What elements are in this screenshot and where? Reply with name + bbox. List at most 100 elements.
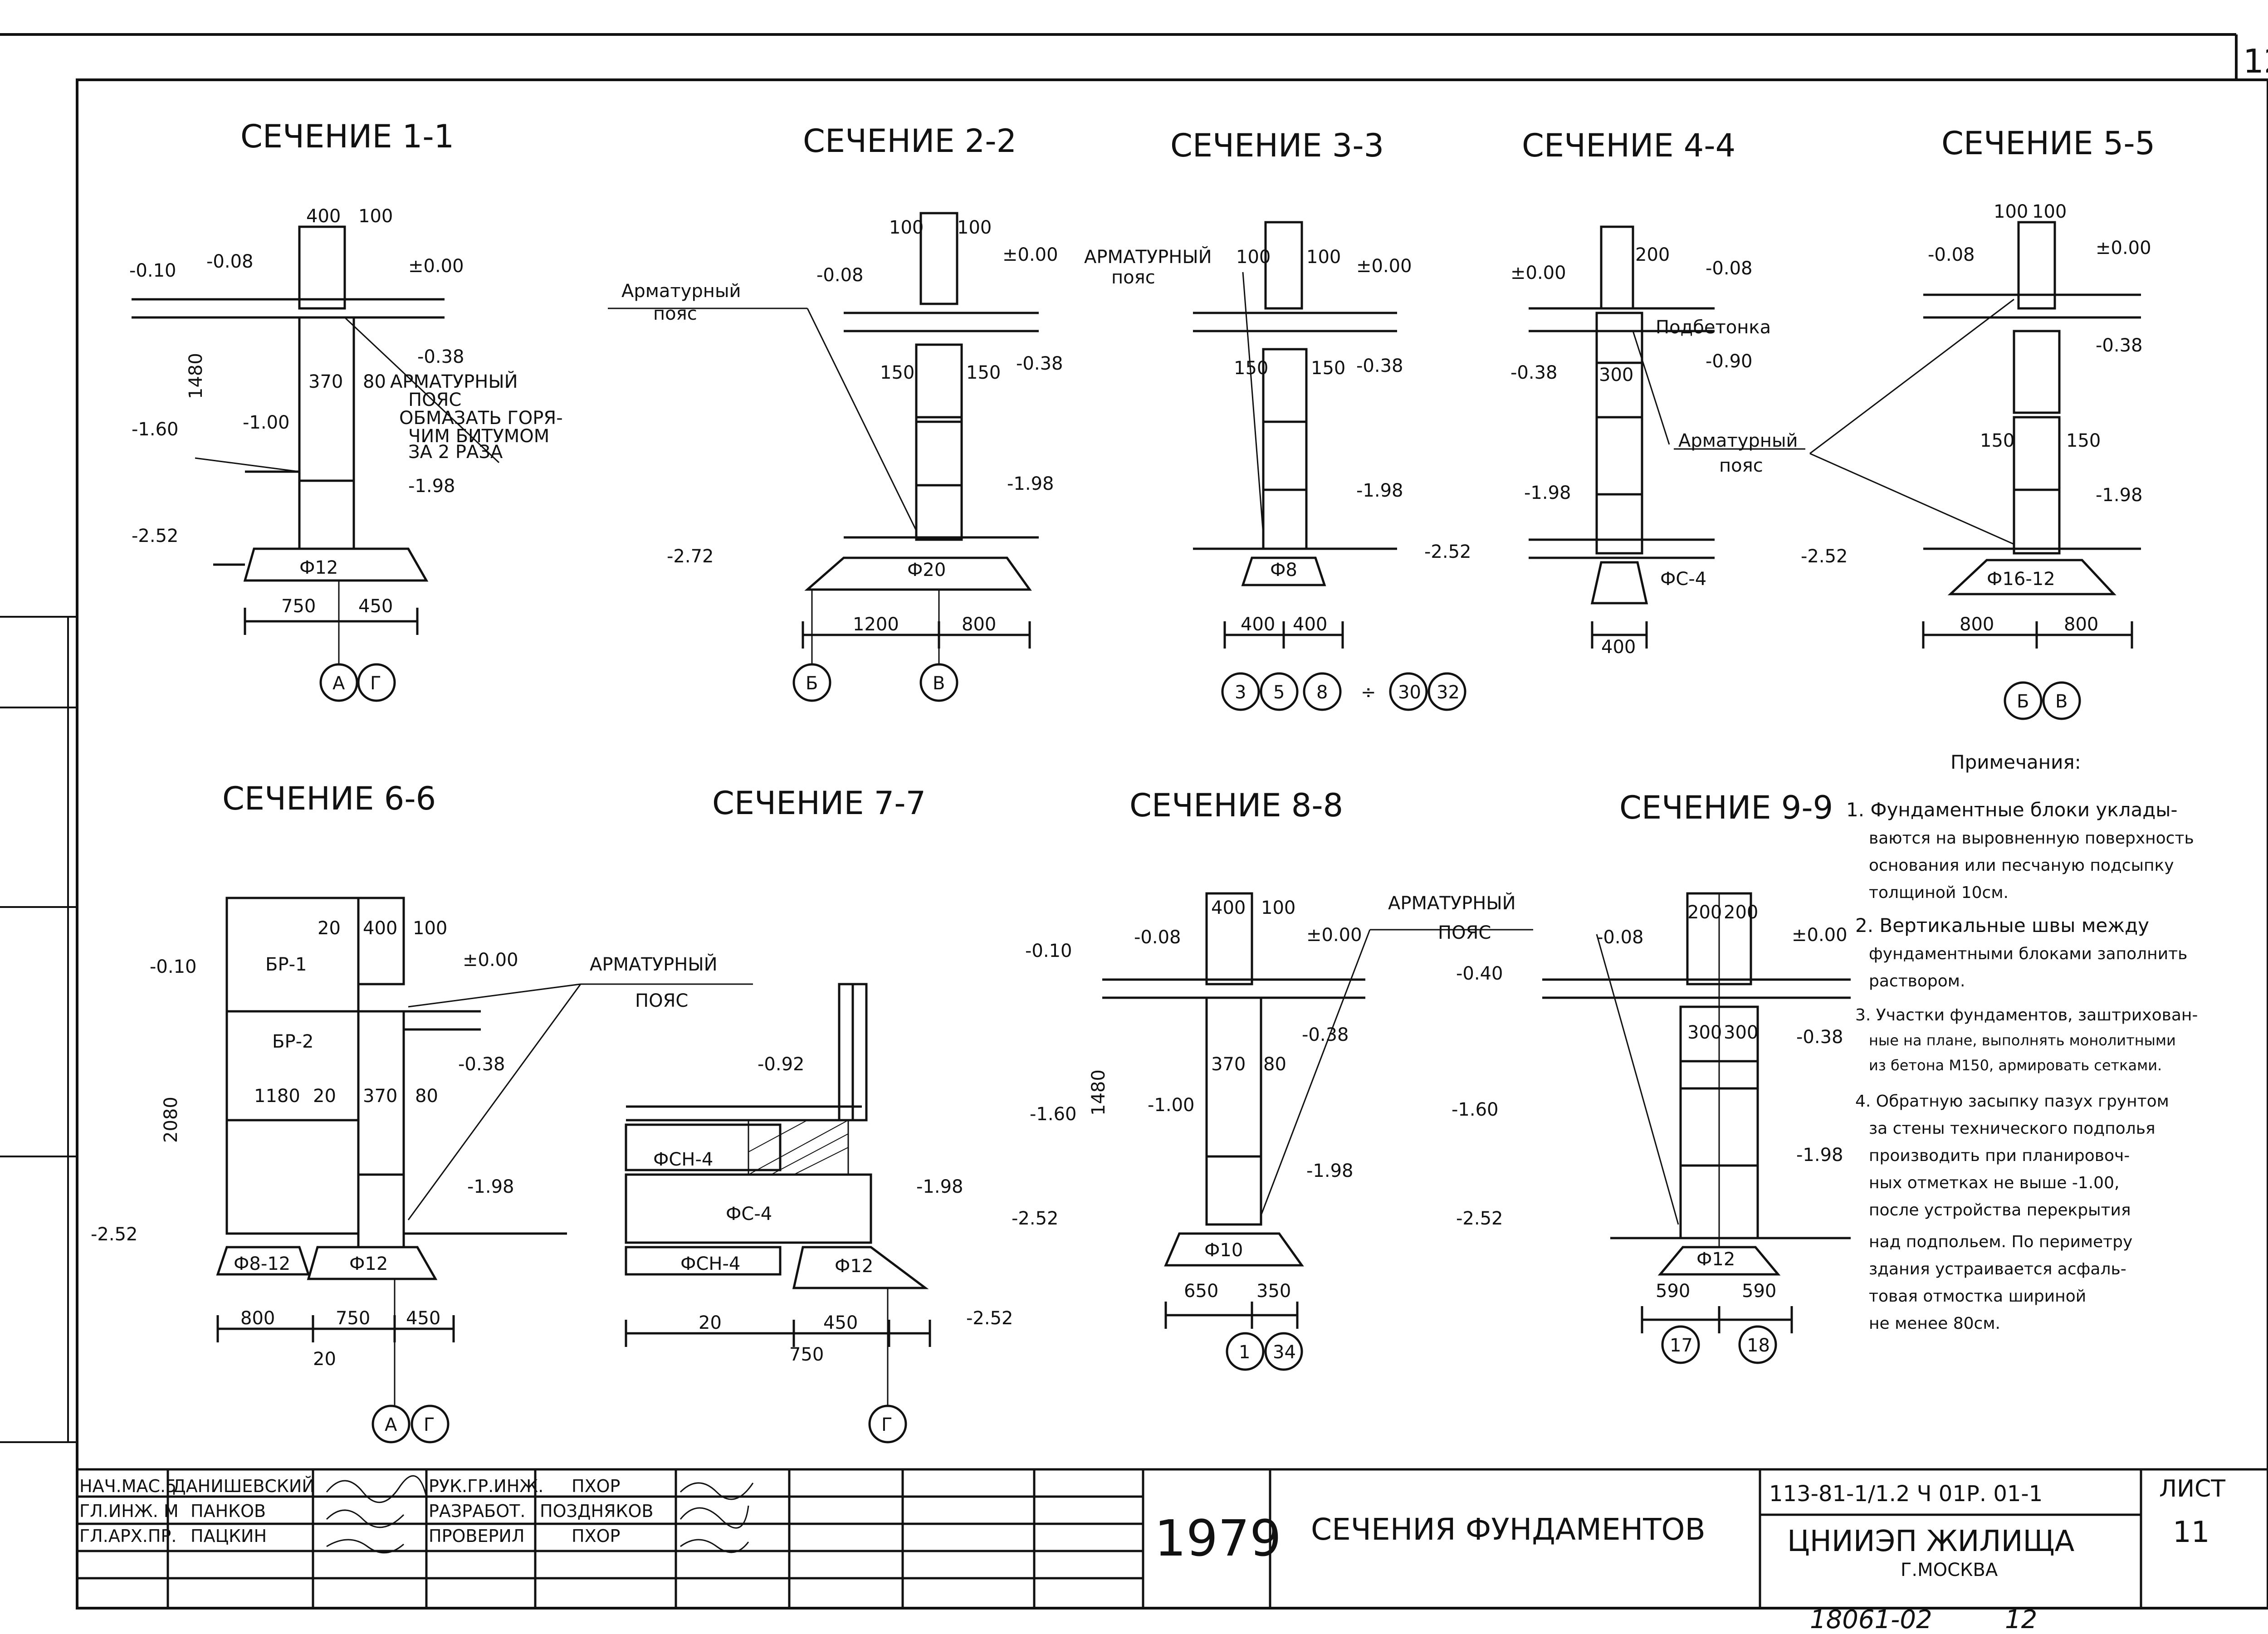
svg-text:590: 590: [1656, 1281, 1690, 1302]
svg-text:-1.98: -1.98: [1796, 1145, 1843, 1166]
svg-text:100: 100: [2032, 201, 2067, 222]
svg-text:БР-2: БР-2: [272, 1031, 313, 1052]
svg-text:БР-1: БР-1: [265, 954, 307, 975]
section-title-2-2: СЕЧЕНИЕ 2-2: [803, 122, 1017, 160]
svg-text:Г: Г: [424, 1415, 435, 1435]
tb-role2-0: РУК.ГР.ИНЖ.: [429, 1476, 543, 1496]
tb-sheet-value: 11: [2173, 1516, 2209, 1549]
tb-role-2: ГЛ.АРХ.ПР.: [79, 1526, 176, 1546]
section-8-8-drawing: [1102, 892, 1533, 1371]
tb-role-0: НАЧ.МАС.5: [79, 1476, 176, 1496]
svg-text:-1.98: -1.98: [916, 1176, 963, 1197]
svg-text:-0.08: -0.08: [1928, 244, 1975, 265]
svg-text:1480: 1480: [1088, 1069, 1109, 1116]
svg-text:ные на плане, выполнять моноли: ные на плане, выполнять монолитными: [1869, 1032, 2176, 1049]
svg-text:-2.52: -2.52: [1424, 541, 1471, 562]
svg-text:800: 800: [2064, 614, 2098, 635]
svg-text:Ф8-12: Ф8-12: [234, 1254, 290, 1274]
tb-name-1: ПАНКОВ: [191, 1501, 266, 1521]
svg-text:1480: 1480: [186, 353, 206, 399]
svg-text:после устройства перекрытия: после устройства перекрытия: [1869, 1201, 2131, 1219]
svg-text:-0.08: -0.08: [816, 265, 864, 286]
tb-name2-0: ПХОР: [572, 1476, 620, 1496]
svg-text:750: 750: [281, 596, 316, 617]
general-notes: Примечания: 1. Фундаментные блоки уклады…: [1846, 751, 2198, 1333]
svg-text:-1.60: -1.60: [1452, 1099, 1499, 1120]
svg-text:8: 8: [1316, 682, 1328, 703]
svg-text:ФС-4: ФС-4: [1660, 569, 1706, 590]
svg-text:2080: 2080: [161, 1097, 181, 1143]
svg-text:В: В: [933, 673, 945, 694]
section-title-1-1: СЕЧЕНИЕ 1-1: [240, 118, 454, 155]
svg-text:-2.52: -2.52: [1012, 1208, 1059, 1229]
svg-text:350: 350: [1256, 1281, 1291, 1302]
section-1-1-labels: -0.10 -0.08 ±0.00 -0.38 -1.60 -1.00 -1.9…: [129, 206, 563, 694]
svg-text:-2.52: -2.52: [1456, 1208, 1503, 1229]
section-6-6-labels: БР-1 БР-2 1180 20 370 80 20 400 100 2080…: [91, 918, 718, 1435]
section-9-9-drawing: [1542, 892, 1851, 1364]
svg-text:пояс: пояс: [1719, 455, 1763, 476]
svg-text:пояс: пояс: [653, 303, 697, 324]
svg-text:20: 20: [699, 1312, 722, 1333]
section-1-1-drawing: [132, 225, 500, 702]
svg-text:-0.10: -0.10: [150, 956, 197, 977]
svg-text:1200: 1200: [853, 614, 899, 635]
svg-text:±0.00: ±0.00: [2096, 238, 2151, 259]
svg-text:основания или песчаную подсыпк: основания или песчаную подсыпку: [1869, 856, 2174, 875]
svg-text:20: 20: [313, 1086, 336, 1107]
svg-text:Ф12: Ф12: [299, 557, 338, 578]
svg-text:Г: Г: [370, 673, 381, 694]
svg-text:200: 200: [1724, 902, 1758, 923]
svg-text:-0.38: -0.38: [458, 1054, 505, 1075]
svg-text:5: 5: [1273, 682, 1285, 703]
svg-text:-2.52: -2.52: [132, 526, 179, 546]
page-number: 12: [2005, 1605, 2037, 1634]
sheet-number: 12: [2243, 42, 2268, 80]
section-title-5-5: СЕЧЕНИЕ 5-5: [1941, 125, 2155, 162]
svg-text:Ф20: Ф20: [907, 560, 946, 580]
svg-text:400: 400: [1601, 637, 1636, 658]
section-2-2-labels: Арматурный пояс -0.08 ±0.00 -0.38 -1.98 …: [621, 217, 1063, 694]
svg-text:-0.08: -0.08: [1134, 927, 1181, 948]
svg-text:ФСН-4: ФСН-4: [653, 1149, 713, 1170]
tb-name2-1: ПОЗДНЯКОВ: [540, 1501, 653, 1521]
tb-drawing-title: СЕЧЕНИЯ ФУНДАМЕНТОВ: [1311, 1512, 1706, 1547]
svg-text:200: 200: [1687, 902, 1722, 923]
section-3-3-labels: АРМАТУРНЫЙ пояс ±0.00 -0.38 -1.98 -2.52 …: [1084, 246, 1471, 703]
svg-text:-1.98: -1.98: [1524, 483, 1571, 503]
svg-text:-0.38: -0.38: [1356, 356, 1403, 376]
svg-text:ЗА 2 РАЗА: ЗА 2 РАЗА: [408, 442, 503, 463]
svg-text:150: 150: [2066, 430, 2101, 451]
svg-text:-2.52: -2.52: [966, 1308, 1013, 1329]
svg-text:±0.00: ±0.00: [1356, 256, 1412, 277]
svg-text:30: 30: [1398, 682, 1421, 703]
svg-text:А: А: [332, 673, 345, 694]
section-title-3-3: СЕЧЕНИЕ 3-3: [1170, 127, 1384, 164]
inventory-number: 18061-02: [1810, 1605, 1932, 1634]
svg-text:400: 400: [306, 206, 341, 227]
svg-text:Ф10: Ф10: [1204, 1240, 1243, 1261]
section-title-9-9: СЕЧЕНИЕ 9-9: [1619, 789, 1833, 826]
svg-text:ФС-4: ФС-4: [726, 1204, 772, 1224]
section-titles: СЕЧЕНИЕ 1-1 СЕЧЕНИЕ 2-2 СЕЧЕНИЕ 3-3 СЕЧЕ…: [222, 118, 2155, 826]
svg-text:раствором.: раствором.: [1869, 972, 1965, 990]
svg-text:Ф12: Ф12: [1696, 1249, 1735, 1270]
svg-text:100: 100: [358, 206, 393, 227]
svg-text:150: 150: [1311, 358, 1345, 379]
svg-text:Арматурный: Арматурный: [1678, 430, 1798, 451]
svg-text:-1.00: -1.00: [243, 412, 290, 433]
svg-text:-0.38: -0.38: [1510, 362, 1558, 383]
svg-text:-1.98: -1.98: [1306, 1161, 1354, 1181]
section-4-4-drawing: [1529, 225, 1805, 649]
svg-text:80: 80: [415, 1086, 438, 1107]
svg-text:±0.00: ±0.00: [1792, 925, 1848, 946]
section-3-3-drawing: [1193, 221, 1466, 711]
title-block: [77, 1468, 2268, 1608]
svg-text:±0.00: ±0.00: [1002, 244, 1058, 265]
svg-text:200: 200: [1635, 244, 1670, 265]
title-block-text: НАЧ.МАС.5 ДАНИШЕВСКИЙ ГЛ.ИНЖ. М ПАНКОВ Г…: [79, 1475, 2225, 1580]
svg-text:±0.00: ±0.00: [408, 256, 464, 277]
svg-text:370: 370: [1211, 1054, 1246, 1075]
svg-text:толщиной 10см.: толщиной 10см.: [1869, 883, 2009, 902]
